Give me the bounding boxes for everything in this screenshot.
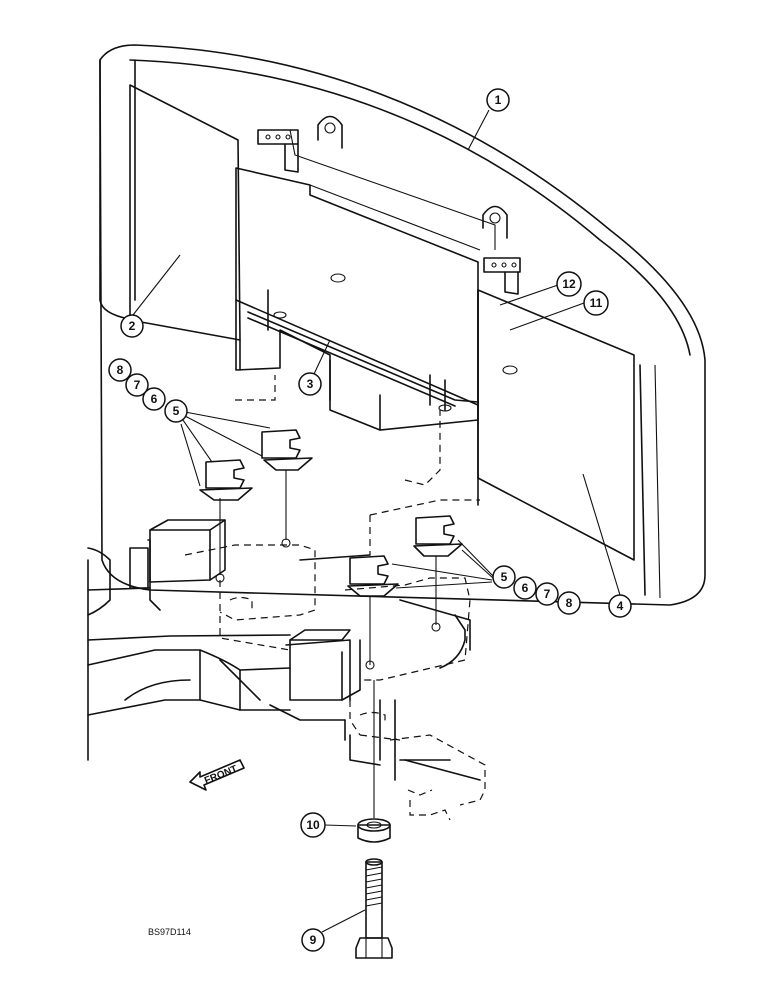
callout-7-left: 7 xyxy=(125,373,149,397)
callout-8-right: 8 xyxy=(557,591,581,615)
callout-11: 11 xyxy=(583,290,609,316)
svg-text:2: 2 xyxy=(129,319,136,333)
lifting-eye-right xyxy=(482,205,508,239)
svg-text:8: 8 xyxy=(566,596,573,610)
callout-1: 1 xyxy=(486,88,510,112)
svg-text:9: 9 xyxy=(310,933,317,947)
callout-8-left: 8 xyxy=(108,358,132,382)
callout-10: 10 xyxy=(300,812,326,838)
svg-text:11: 11 xyxy=(590,296,603,310)
mounting-outline-dashed xyxy=(184,375,486,821)
svg-text:12: 12 xyxy=(562,277,576,291)
svg-text:3: 3 xyxy=(307,377,314,391)
shim-stack-left xyxy=(199,429,313,501)
svg-text:10: 10 xyxy=(306,818,320,832)
counterweight-body xyxy=(99,44,706,606)
front-label: FRONT xyxy=(203,764,239,787)
svg-text:5: 5 xyxy=(501,570,508,584)
svg-text:6: 6 xyxy=(151,392,158,406)
shim-stack-right xyxy=(347,515,463,597)
lifting-eye-left xyxy=(317,115,343,149)
hinge-bracket-top xyxy=(257,129,299,173)
machine-frame xyxy=(87,519,481,781)
callout-3: 3 xyxy=(298,372,322,396)
bolt-part xyxy=(355,858,393,959)
hinge-bracket-right xyxy=(483,257,521,295)
svg-text:6: 6 xyxy=(522,581,529,595)
panel-support-frame xyxy=(235,289,479,506)
bolt-centerlines xyxy=(215,470,441,818)
panel-left xyxy=(129,84,241,341)
callout-5-left: 5 xyxy=(164,399,188,423)
leader-lines xyxy=(132,109,621,933)
callout-7-right: 7 xyxy=(535,582,559,606)
callout-12: 12 xyxy=(556,271,582,297)
callout-2: 2 xyxy=(120,314,144,338)
svg-text:1: 1 xyxy=(495,93,502,107)
svg-text:4: 4 xyxy=(617,599,624,613)
svg-text:7: 7 xyxy=(544,587,551,601)
svg-text:8: 8 xyxy=(117,363,124,377)
svg-text:5: 5 xyxy=(173,404,180,418)
front-direction-arrow: FRONT xyxy=(189,759,245,791)
callout-5-right: 5 xyxy=(492,565,516,589)
callout-4: 4 xyxy=(608,594,632,618)
callout-6-left: 6 xyxy=(142,387,166,411)
svg-text:7: 7 xyxy=(134,378,141,392)
panel-right xyxy=(477,289,635,561)
callout-6-right: 6 xyxy=(513,576,537,600)
callout-9: 9 xyxy=(301,928,325,952)
washer-part xyxy=(357,818,391,843)
drawing-code: BS97D114 xyxy=(148,927,191,937)
panel-center xyxy=(235,167,481,406)
